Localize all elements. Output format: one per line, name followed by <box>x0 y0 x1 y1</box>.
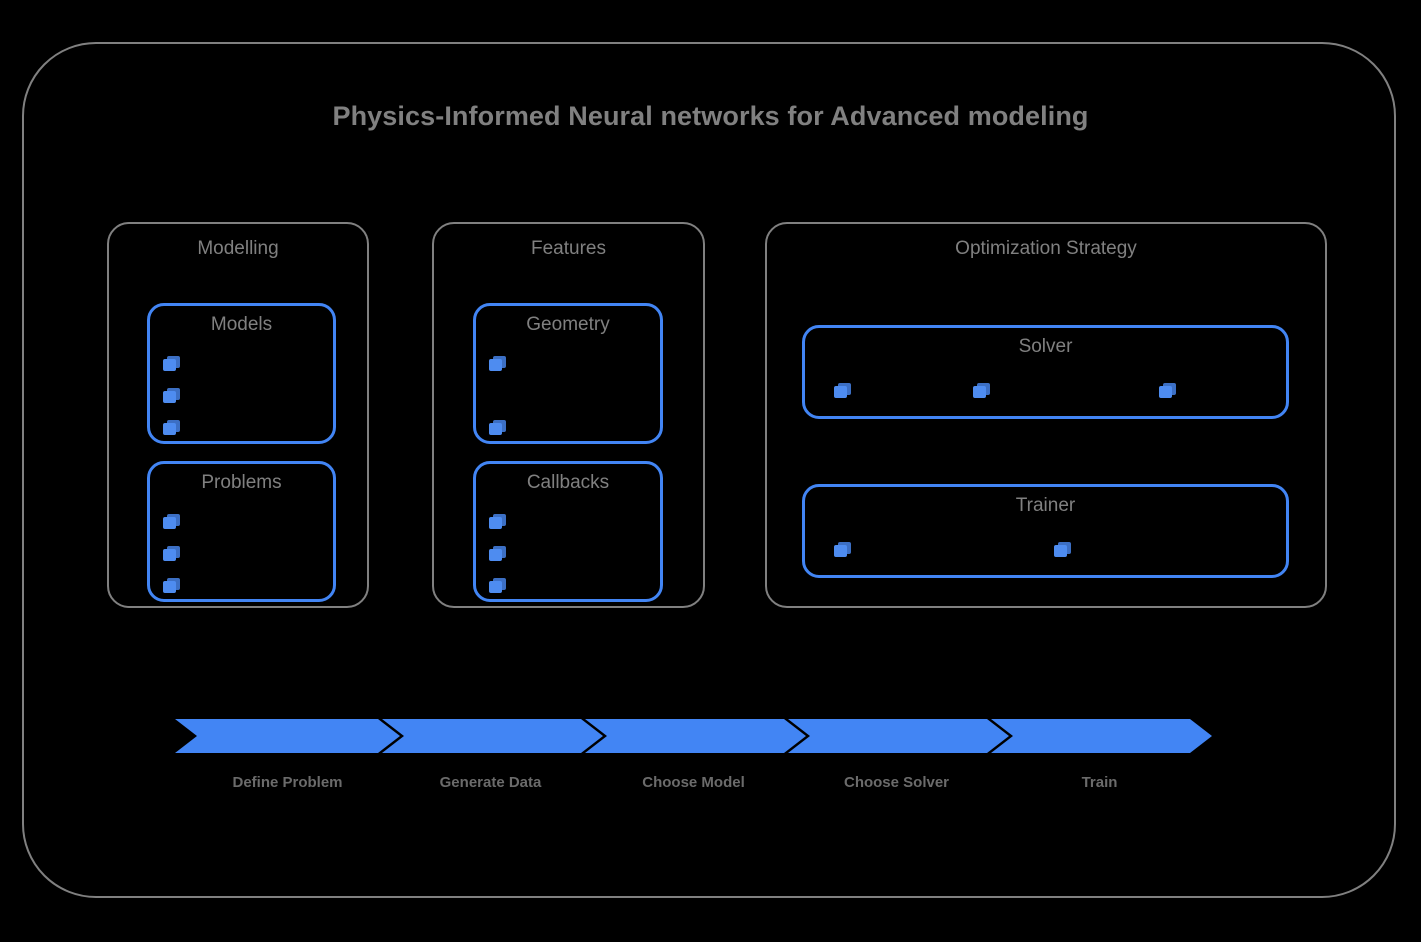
sub-box-callbacks: Callbacks <box>473 461 663 602</box>
sub-box-problems: Problems <box>147 461 336 602</box>
pipeline-step-label: Define Problem <box>232 774 343 791</box>
group-panel-features: Features Geometry Callbacks <box>432 222 705 608</box>
sub-box-models: Models <box>147 303 336 444</box>
group-title-features: Features <box>531 238 606 259</box>
diagram-outer-frame <box>22 42 1396 898</box>
sub-box-solver: Solver <box>802 325 1289 419</box>
cube-icon <box>163 578 180 594</box>
sub-box-title-trainer: Trainer <box>1015 495 1076 516</box>
cube-icon <box>163 388 180 404</box>
cube-icon <box>834 383 851 399</box>
sub-box-title-problems: Problems <box>201 472 282 493</box>
cube-icon <box>489 420 506 436</box>
pipeline-step-label: Generate Data <box>439 774 542 791</box>
sub-box-trainer: Trainer <box>802 484 1289 578</box>
cube-icon <box>163 514 180 530</box>
cube-icon <box>163 420 180 436</box>
cube-icon <box>489 578 506 594</box>
pipeline-step-label: Choose Solver <box>843 774 950 791</box>
cube-icon <box>489 514 506 530</box>
cube-icon <box>1159 383 1176 399</box>
group-title-modelling: Modelling <box>197 238 279 259</box>
cube-icon <box>1054 542 1071 558</box>
cube-icon <box>163 356 180 372</box>
cube-icon <box>489 356 506 372</box>
sub-box-title-callbacks: Callbacks <box>526 472 610 493</box>
cube-icon <box>163 546 180 562</box>
group-panel-optimization-strategy: Optimization Strategy Solver Trainer <box>765 222 1327 608</box>
group-title-optimization-strategy: Optimization Strategy <box>955 238 1137 259</box>
pipeline-step-label: Choose Model <box>642 774 745 791</box>
cube-icon <box>973 383 990 399</box>
page-title: Physics-Informed Neural networks for Adv… <box>332 101 1089 131</box>
sub-box-geometry: Geometry <box>473 303 663 444</box>
sub-box-title-solver: Solver <box>1018 336 1073 357</box>
sub-box-title-geometry: Geometry <box>526 314 610 335</box>
sub-box-title-models: Models <box>210 314 273 335</box>
pipeline-step-label: Train <box>1081 774 1118 791</box>
cube-icon <box>489 546 506 562</box>
group-panel-modelling: Modelling Models Problems <box>107 222 369 608</box>
cube-icon <box>834 542 851 558</box>
